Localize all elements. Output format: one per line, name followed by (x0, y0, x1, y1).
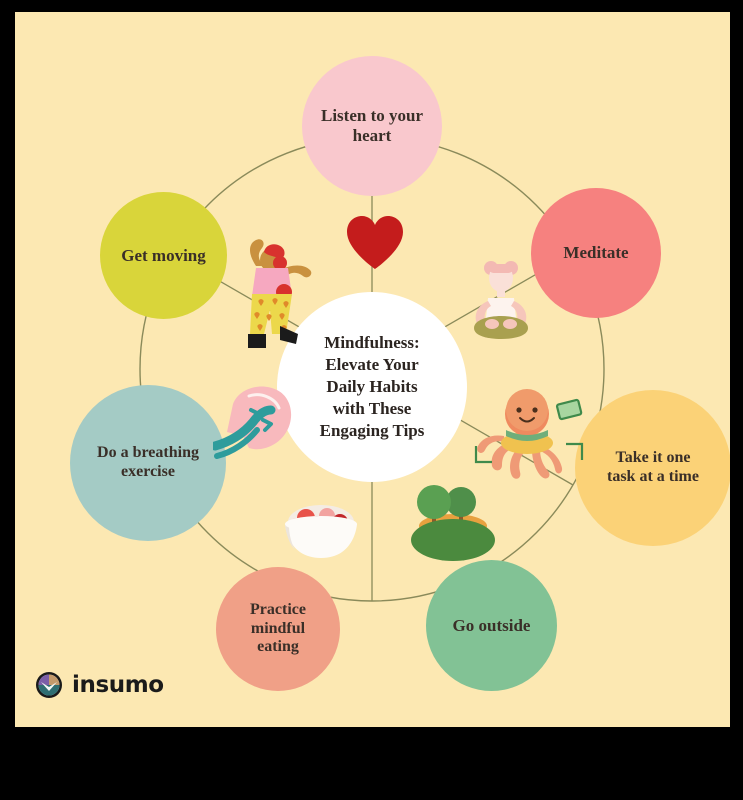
node-do-a-breathing-exercise[interactable]: Do a breathing exercise (70, 385, 226, 541)
node-go-outside[interactable]: Go outside (426, 560, 557, 691)
dancing-person-icon (248, 239, 312, 348)
insumo-logo-text: insumo (72, 672, 164, 698)
node-breathing-line-2: exercise (121, 463, 175, 480)
breathing-head-icon (213, 386, 292, 459)
trees-hill-icon (411, 485, 495, 561)
center-line-1: Mindfulness: (324, 332, 420, 352)
node-listen-line-2: heart (352, 126, 392, 145)
node-practice-mindful-eating[interactable]: Practice mindful eating (216, 567, 340, 691)
node-meditate[interactable]: Meditate (531, 188, 661, 318)
node-outside-line-1: Go outside (452, 615, 531, 635)
infographic-poster: Mindfulness: Elevate Your Daily Habits w… (15, 12, 730, 727)
node-eating-line-3: eating (257, 638, 299, 656)
node-take-it-one-task-at-a-time[interactable]: Take it one task at a time (575, 390, 730, 546)
node-listen-label: Listen to your heart (321, 106, 423, 145)
center-line-4: with These (332, 399, 412, 419)
node-listen-line-1: Listen to your (321, 106, 423, 126)
octopus-icon (474, 389, 584, 479)
center-hub: Mindfulness: Elevate Your Daily Habits w… (277, 292, 467, 482)
center-line-2: Elevate Your (325, 354, 419, 374)
node-eating-line-2: mindful (250, 619, 306, 637)
node-eating-label: Practice mindful eating (250, 601, 306, 657)
node-outside-label: Go outside (453, 616, 531, 636)
node-breathing-label: Do a breathing exercise (97, 444, 199, 481)
center-line-3: Daily Habits (326, 376, 418, 396)
node-task-label: Take it one task at a time (607, 449, 699, 486)
fruit-bowl-icon (285, 505, 357, 558)
node-meditate-label: Meditate (563, 243, 628, 263)
node-eating-line-1: Practice (250, 601, 306, 619)
insumo-logo[interactable]: insumo (35, 671, 164, 699)
node-get-moving[interactable]: Get moving (100, 192, 227, 319)
insumo-logo-mark (36, 672, 62, 698)
node-moving-line-1: Get moving (121, 245, 206, 265)
node-breathing-line-1: Do a breathing (97, 444, 199, 462)
node-listen-to-your-heart[interactable]: Listen to your heart (302, 56, 442, 196)
node-task-line-1: Take it one (615, 449, 691, 467)
meditating-person-icon (474, 261, 528, 339)
node-meditate-line-1: Meditate (563, 243, 629, 263)
center-hub-label: Mindfulness: Elevate Your Daily Habits w… (320, 332, 425, 442)
heart-icon (347, 216, 403, 269)
node-moving-label: Get moving (121, 246, 206, 266)
node-task-line-2: task at a time (607, 468, 699, 485)
center-line-5: Engaging Tips (319, 421, 425, 441)
